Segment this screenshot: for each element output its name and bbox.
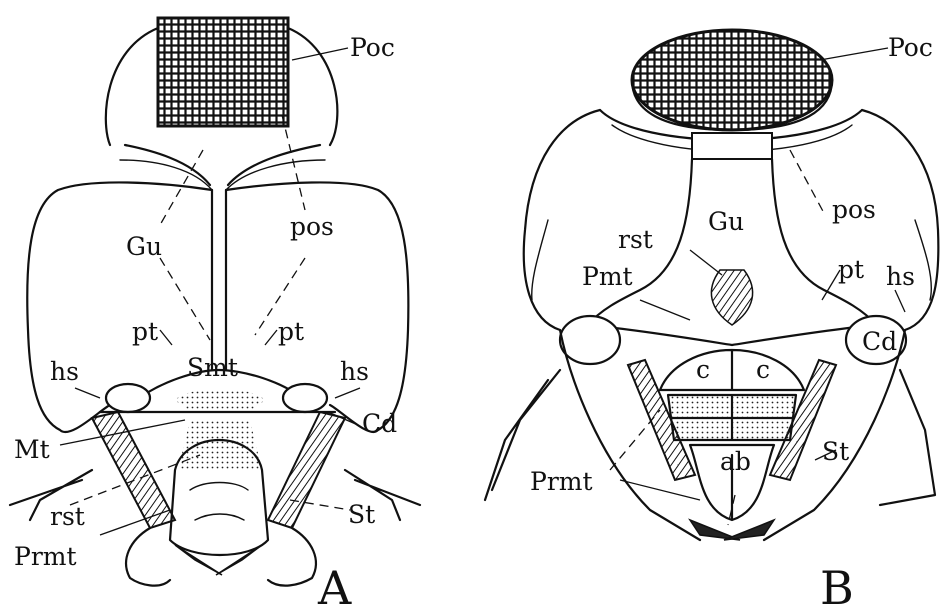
label-pos-a: pos xyxy=(290,212,334,241)
stipes-right xyxy=(268,412,345,528)
cardo-b-left xyxy=(560,316,620,364)
label-st-a: St xyxy=(348,500,375,529)
label-c-b-left: c xyxy=(696,355,710,384)
panel-letter-b: B xyxy=(820,561,854,612)
label-pos-b: pos xyxy=(832,195,876,224)
label-c-b-right: c xyxy=(756,355,770,384)
label-poc-a: Poc xyxy=(350,33,395,62)
maxillary-palp-left xyxy=(126,528,170,586)
label-hs-b: hs xyxy=(886,262,915,291)
gular-plate-top xyxy=(692,133,772,159)
label-pt-a-right: pt xyxy=(278,317,304,346)
label-hs-a-left: hs xyxy=(50,357,79,386)
label-gu-a: Gu xyxy=(126,232,162,261)
label-prmt-b: Prmt xyxy=(530,467,593,496)
panel-letter-a: A xyxy=(317,561,352,612)
label-pt-a-left: pt xyxy=(132,317,158,346)
occipital-foramen xyxy=(158,18,288,126)
label-smt-a: Smt xyxy=(187,353,238,382)
label-pmt-b: Pmt xyxy=(582,262,633,291)
postocciput-right xyxy=(228,145,320,185)
ridge-b xyxy=(711,270,752,325)
label-rst-a: rst xyxy=(50,502,85,531)
occipital-foramen-b xyxy=(632,30,832,130)
mandible-right xyxy=(216,545,262,575)
label-hs-a-right: hs xyxy=(340,357,369,386)
label-poc-b: Poc xyxy=(888,33,933,62)
label-cd-a: Cd xyxy=(362,409,397,438)
label-cd-b: Cd xyxy=(862,327,897,356)
gular-suture xyxy=(212,190,226,370)
label-rst-b: rst xyxy=(618,225,653,254)
panel-b: Poc Gu pos rst Pmt pt hs c c Cd St Prmt … xyxy=(485,30,938,612)
cardo-right xyxy=(283,384,327,412)
label-pt-b: pt xyxy=(838,255,864,284)
maxillary-palp-right xyxy=(268,528,316,586)
label-st-b: St xyxy=(822,437,849,466)
cardo-left xyxy=(106,384,150,412)
panel-a: Poc Gu pos pt pt hs hs Smt Cd Mt rst Prm… xyxy=(10,18,420,612)
mandible-left xyxy=(175,545,222,575)
label-prmt-a: Prmt xyxy=(14,542,77,571)
label-ab-b: ab xyxy=(720,447,751,476)
label-gu-b: Gu xyxy=(708,207,744,236)
mandible-b-right xyxy=(724,520,774,540)
mentum-plates xyxy=(660,350,804,390)
label-mt-a: Mt xyxy=(14,435,50,464)
